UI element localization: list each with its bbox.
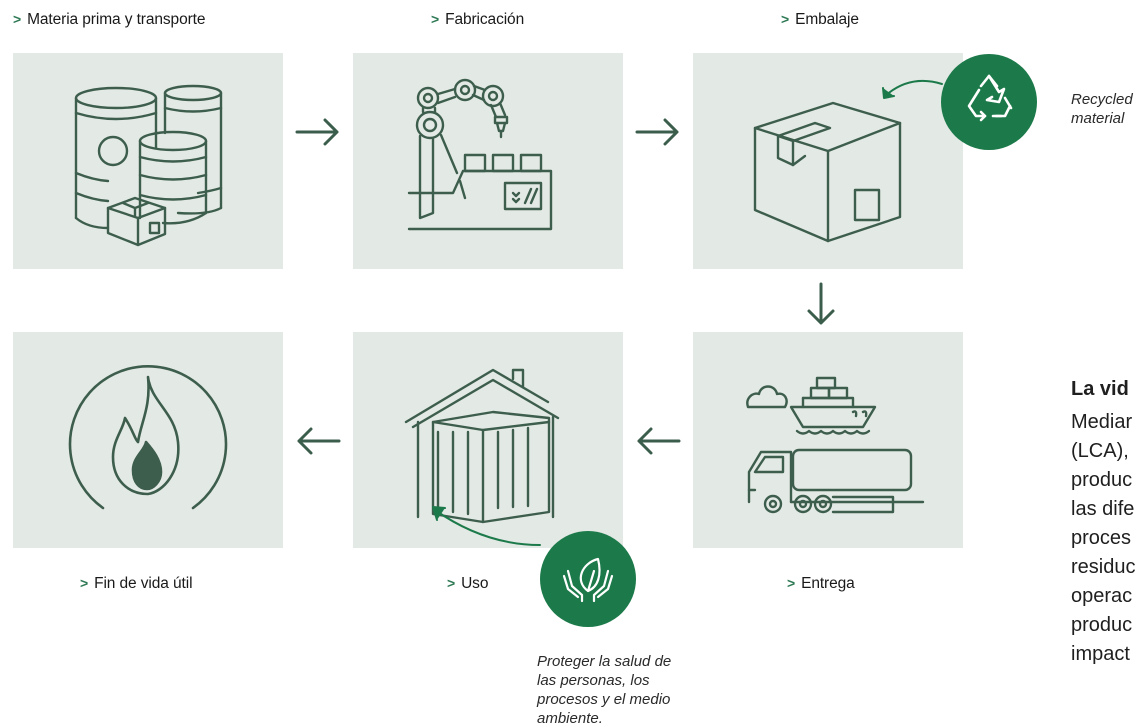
panel-manufacturing xyxy=(353,53,623,269)
side-line: produc xyxy=(1071,614,1133,636)
panel-packaging xyxy=(693,53,963,269)
side-line: produc xyxy=(1071,469,1133,491)
chevron-icon: > xyxy=(80,575,89,591)
stage-label-end-of-life: >Fin de vida útil xyxy=(80,575,193,592)
curved-arrow-icon xyxy=(432,506,541,546)
stage-label-use: >Uso xyxy=(447,575,489,592)
side-line: las dife xyxy=(1071,498,1135,520)
side-line: (LCA), xyxy=(1071,440,1129,462)
flame-icon xyxy=(68,364,228,510)
stage-label-delivery: >Entrega xyxy=(787,575,855,592)
curved-arrow-icon xyxy=(882,80,943,99)
arrow-right-icon xyxy=(295,118,339,146)
chevron-icon: > xyxy=(431,11,440,27)
recycle-badge xyxy=(941,54,1037,150)
ship-truck-icon xyxy=(746,376,925,514)
arrow-down-icon xyxy=(807,282,835,325)
chevron-icon: > xyxy=(447,575,456,591)
stage-label-raw-material: >Materia prima y transporte xyxy=(13,11,206,28)
robot-arm-factory-icon xyxy=(407,78,553,231)
side-line: impact xyxy=(1071,643,1130,665)
hands-leaf-icon xyxy=(562,557,614,603)
box-icon xyxy=(753,101,902,243)
protect-badge xyxy=(540,531,636,627)
panel-raw-material xyxy=(13,53,283,269)
stage-label-manufacturing: >Fabricación xyxy=(431,11,525,28)
panel-use xyxy=(353,332,623,548)
panel-delivery xyxy=(693,332,963,548)
barrels-icon xyxy=(74,84,223,247)
arrow-right-icon xyxy=(635,118,679,146)
side-line: proces xyxy=(1071,527,1132,549)
side-line: operac xyxy=(1071,585,1133,607)
stage-label-packaging: >Embalaje xyxy=(781,11,859,28)
protect-note: Proteger la salud de las personas, los p… xyxy=(537,653,672,727)
side-text: La vid Mediar (LCA), produc las dife pro… xyxy=(1071,377,1147,669)
side-line: residuc xyxy=(1071,556,1136,578)
recycled-note: Recycled material xyxy=(1071,91,1133,127)
side-line: Mediar xyxy=(1071,411,1133,433)
arrow-left-icon xyxy=(637,427,681,455)
house-cabinet-icon xyxy=(404,368,560,524)
panel-end-of-life xyxy=(13,332,283,548)
chevron-icon: > xyxy=(787,575,796,591)
chevron-icon: > xyxy=(13,11,22,27)
recycle-icon xyxy=(967,74,1013,122)
arrow-left-icon xyxy=(297,427,341,455)
side-title: La vid xyxy=(1071,378,1129,400)
chevron-icon: > xyxy=(781,11,790,27)
